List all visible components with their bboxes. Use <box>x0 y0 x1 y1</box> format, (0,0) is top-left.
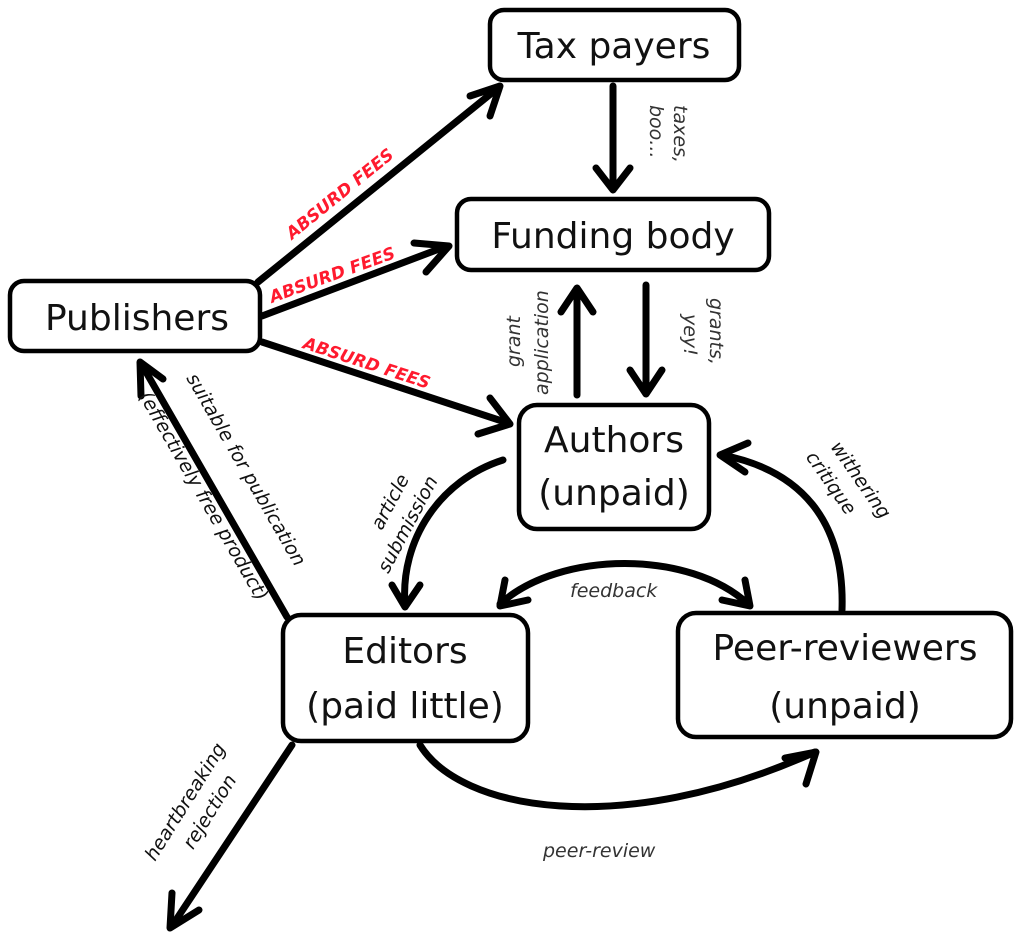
edge-fees-tax-payers <box>254 82 504 286</box>
edge-article-submission-line <box>401 456 507 609</box>
edge-fees-funding-body-line <box>258 242 451 320</box>
label-peer-review: peer-review <box>542 840 656 862</box>
label-fees-funding-body: ABSURD FEES <box>265 244 398 309</box>
edge-grant-application <box>557 284 597 399</box>
edge-feedback-arrowhead-right <box>718 576 754 610</box>
edge-taxes-arrowhead <box>592 164 634 194</box>
node-tax-payers-label: Tax payers <box>517 26 711 67</box>
label-grant-application-line-2: application <box>531 290 553 395</box>
edge-fees-authors-arrowhead <box>474 394 514 438</box>
label-taxes: taxes, boo... <box>645 105 691 163</box>
edge-suitable-line <box>138 361 291 621</box>
edge-grants <box>626 281 666 398</box>
node-funding-body: Funding body <box>454 196 772 273</box>
label-grants-line-1: grants, <box>705 298 727 365</box>
node-peer-reviewers-label-line-1: Peer-reviewers <box>713 628 978 669</box>
node-editors: Editors (paid little) <box>280 612 531 744</box>
node-editors-box <box>280 612 531 744</box>
edge-withering-critique-arrowhead <box>716 439 752 476</box>
label-grants-line-2: yey! <box>679 313 701 356</box>
node-publishers-box <box>7 278 263 354</box>
edge-rejection-arrowhead <box>166 889 203 932</box>
edge-fees-authors-line <box>258 338 512 427</box>
label-rejection: heartbreaking rejection <box>141 739 242 864</box>
edge-fees-funding-body-arrowhead <box>410 239 453 276</box>
node-peer-reviewers-label-line-2: (unpaid) <box>769 686 921 727</box>
node-tax-payers: Tax payers <box>487 7 742 83</box>
label-fees-tax-payers: ABSURD FEES <box>281 145 398 245</box>
node-editors-label-line-1: Editors <box>342 631 467 672</box>
node-authors-box <box>516 402 712 532</box>
label-taxes-line-1: taxes, <box>669 105 691 163</box>
edge-feedback-arrowhead-left <box>496 576 532 610</box>
edge-fees-tax-payers-line <box>254 84 502 286</box>
edge-fees-tax-payers-arrowhead <box>466 82 504 120</box>
node-authors-label-line-2: (unpaid) <box>538 473 690 514</box>
edge-fees-funding-body <box>258 239 453 320</box>
edge-rejection-line <box>168 741 296 930</box>
node-authors-label-line-1: Authors <box>544 420 684 461</box>
label-grant-application: grant application <box>503 290 553 395</box>
label-taxes-line-2: boo... <box>645 105 667 158</box>
edge-suitable-arrowhead <box>136 358 167 400</box>
edge-withering-critique <box>716 439 846 614</box>
edge-withering-critique-line <box>718 451 846 614</box>
label-grant-application-line-1: grant <box>503 314 525 367</box>
edge-grant-application-arrowhead <box>557 284 597 316</box>
label-feedback: feedback <box>570 580 658 602</box>
node-authors: Authors (unpaid) <box>516 402 712 532</box>
label-withering-critique: withering critique <box>801 437 895 523</box>
edge-feedback-line <box>496 560 752 608</box>
node-publishers: Publishers <box>7 278 263 354</box>
node-peer-reviewers-box <box>675 610 1014 740</box>
node-editors-label-line-2: (paid little) <box>306 686 504 727</box>
label-grants: grants, yey! <box>679 298 727 365</box>
node-funding-body-box <box>454 196 772 273</box>
edge-rejection <box>166 741 296 932</box>
edge-article-submission-arrowhead <box>388 581 424 611</box>
edge-peer-review-arrowhead <box>781 748 820 788</box>
edge-fees-authors <box>258 338 514 438</box>
node-funding-body-label: Funding body <box>491 216 734 257</box>
node-peer-reviewers: Peer-reviewers (unpaid) <box>675 610 1014 740</box>
node-tax-payers-box <box>487 7 742 83</box>
edge-taxes <box>592 82 634 194</box>
edge-article-submission <box>388 456 507 611</box>
edge-peer-review-line <box>416 741 819 811</box>
node-publishers-label: Publishers <box>45 298 229 339</box>
edge-feedback <box>496 560 754 610</box>
edge-peer-review <box>416 741 820 811</box>
edge-grants-arrowhead <box>626 366 666 398</box>
edge-suitable-for-publication <box>136 358 291 621</box>
